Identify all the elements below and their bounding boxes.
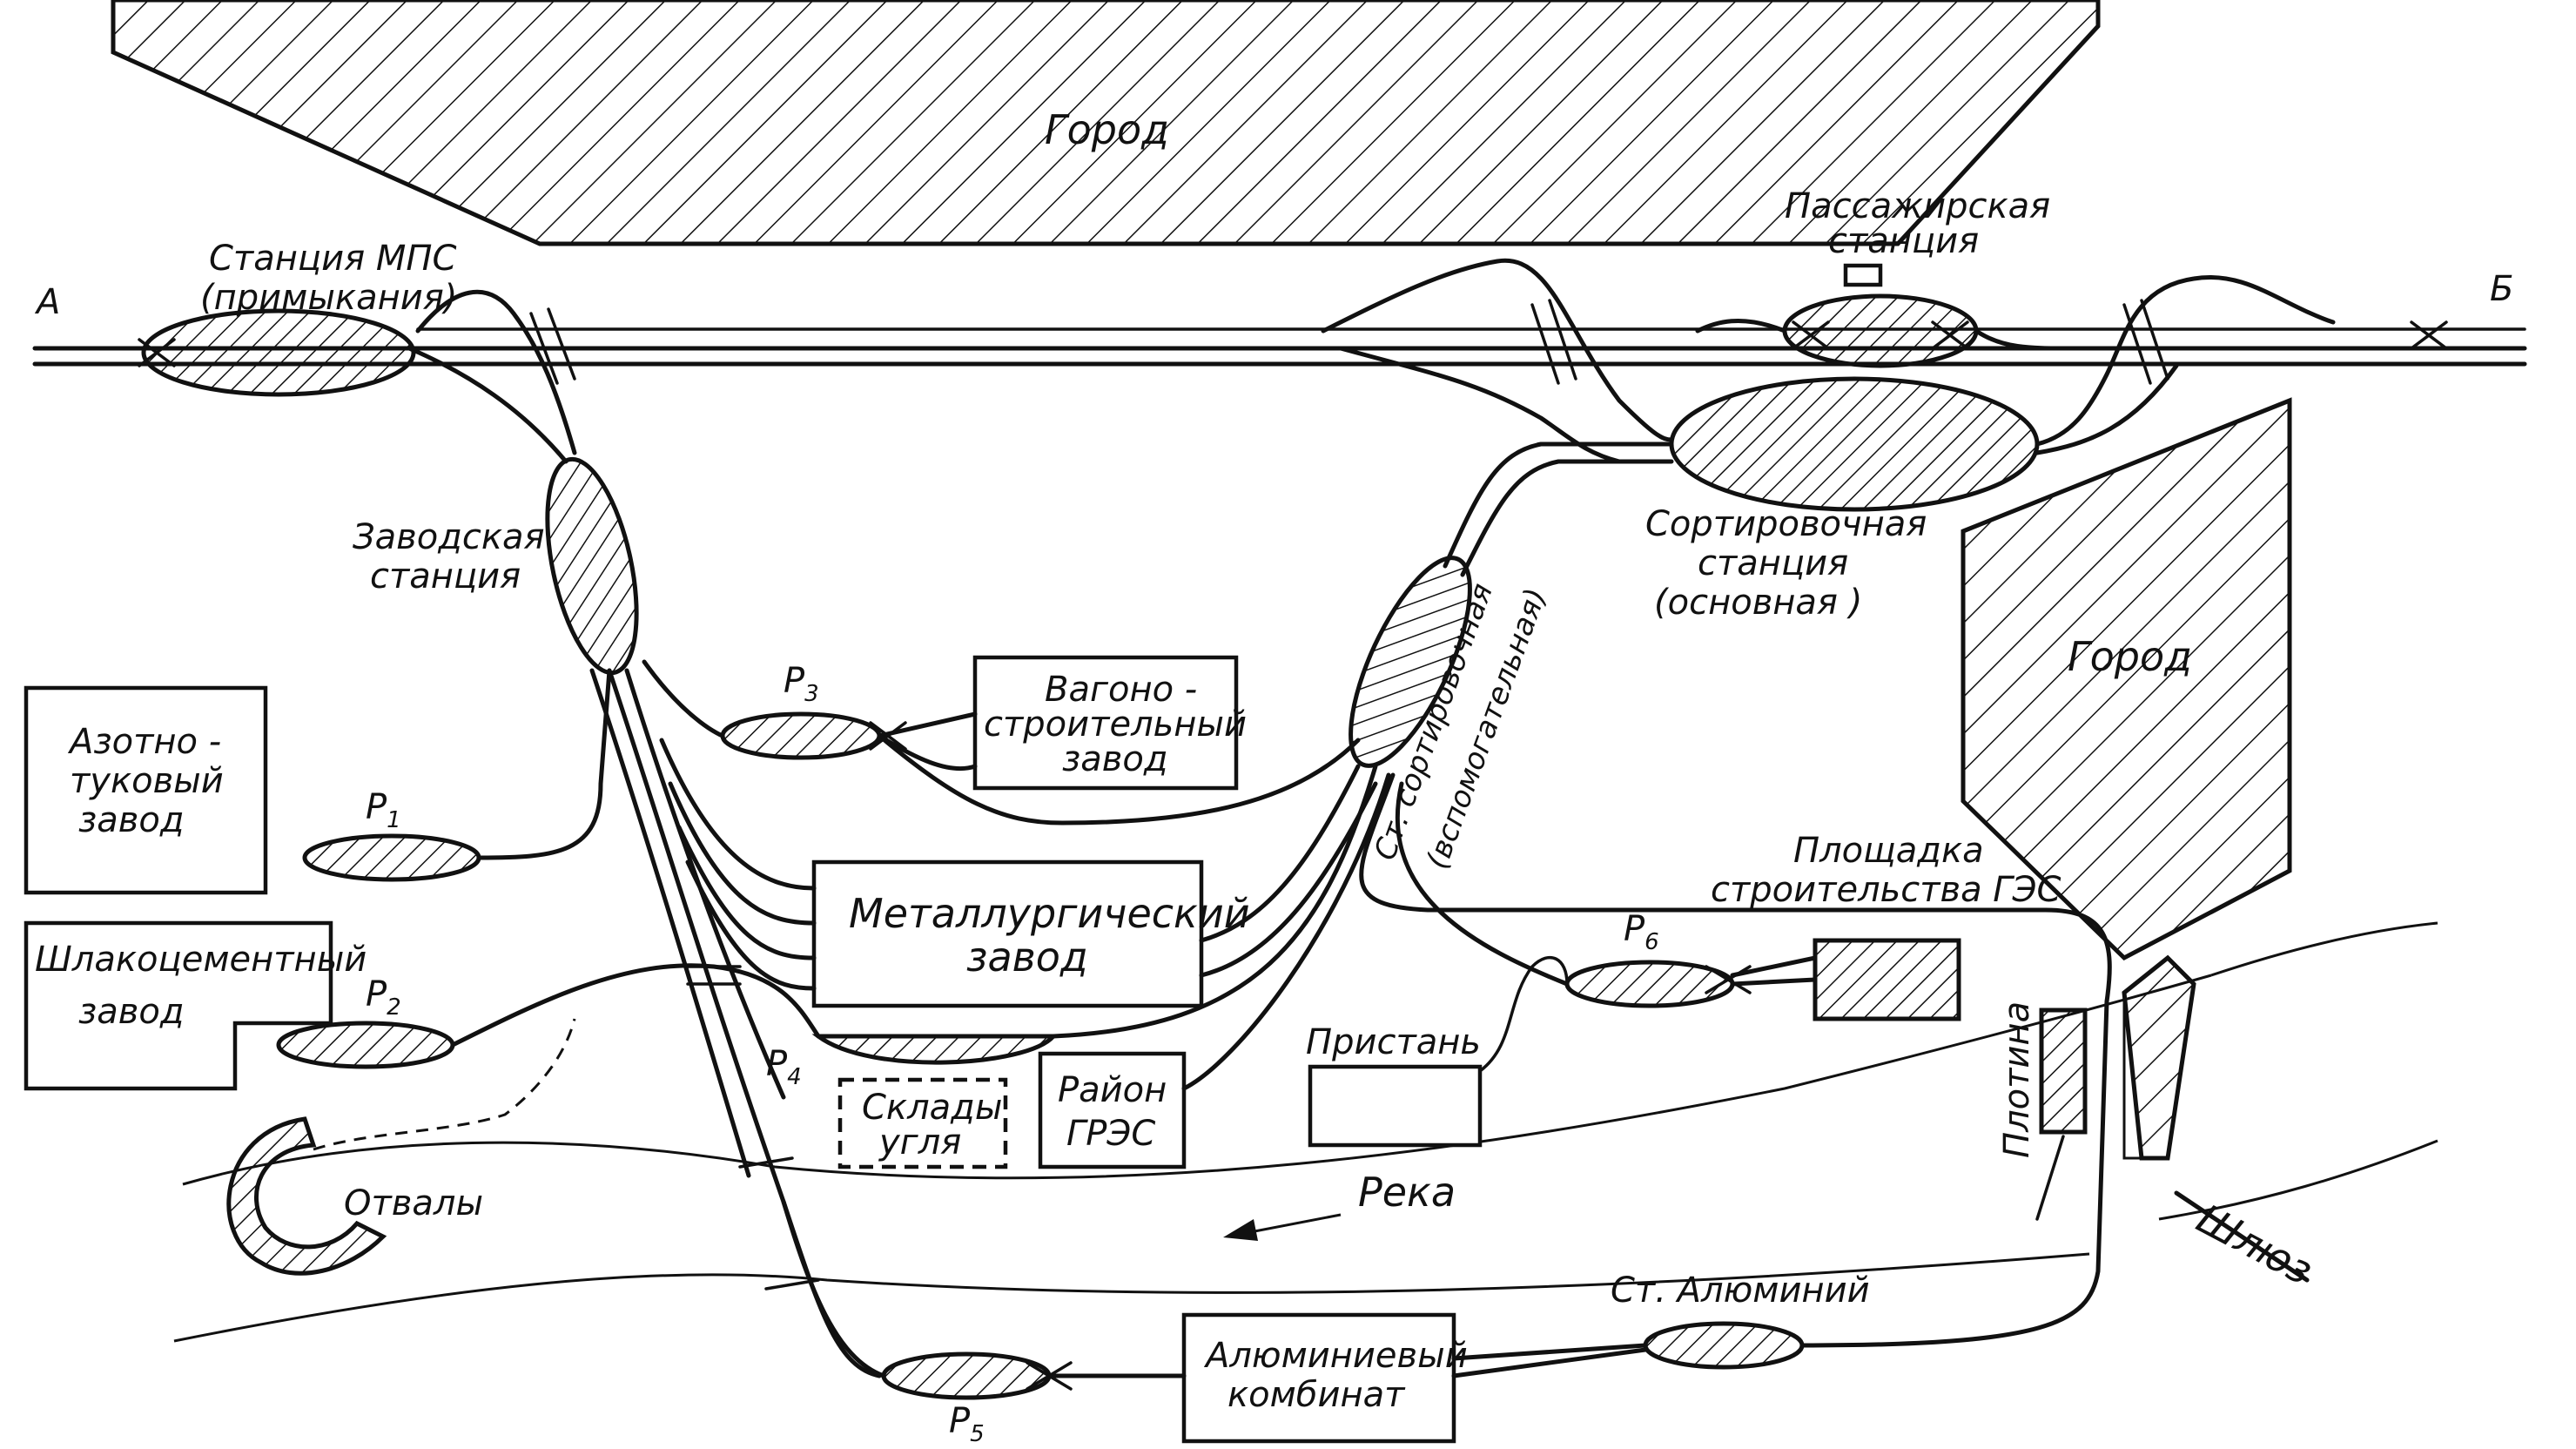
- sorting-station-main: [1669, 376, 2040, 512]
- city-right-zone: [1961, 397, 2292, 961]
- siding-p1: [302, 833, 481, 882]
- passenger-building: [1843, 263, 1883, 287]
- dam-label: Плотина: [1997, 1001, 2037, 1158]
- siding-p1-label: P1: [366, 787, 401, 833]
- coal-storage-label-1: Склады: [862, 1088, 1002, 1128]
- nitrogen-plant-box: [24, 685, 268, 895]
- slag-cement-plant-label-2: завод: [78, 992, 184, 1032]
- sorting-station-label-3: (основная ): [1654, 583, 1862, 623]
- factory-station-label-2: станция: [370, 556, 521, 596]
- slag-cement-plant-label-1: Шлакоцементный: [35, 940, 367, 980]
- pier-label: Пристань: [1306, 1022, 1481, 1062]
- siding-p2: [276, 1021, 455, 1069]
- dam-access-track: [2035, 1135, 2065, 1221]
- siding-p2-label: P2: [366, 974, 401, 1021]
- city-right-label: Город: [2068, 633, 2192, 680]
- siding-p3: [720, 711, 882, 760]
- nitrogen-plant-label-3: завод: [78, 800, 184, 840]
- metallurgical-plant-label-1: Металлургический: [849, 890, 1250, 937]
- factory-station: [545, 456, 639, 676]
- dumps-dashed-track: [313, 1018, 576, 1151]
- nitrogen-plant-label-1: Азотно -: [67, 722, 221, 762]
- wagon-plant-label-2: строительный: [984, 704, 1247, 745]
- nitrogen-plant-label-2: туковый: [70, 761, 224, 801]
- station-mps-label-2: (примыкания): [200, 278, 457, 318]
- gres-area-label-2: ГРЭС: [1066, 1114, 1155, 1154]
- aluminium-plant-label-2: комбинат: [1227, 1375, 1406, 1415]
- siding-p5: [881, 1351, 1052, 1400]
- lock-label: Шлюз: [2189, 1195, 2321, 1294]
- coal-storage-box: [837, 1077, 1008, 1169]
- river-flow-arrowhead-icon: [1223, 1219, 1258, 1241]
- hes-site-label-1: Площадка: [1793, 831, 1984, 871]
- gres-area-box: [1038, 1051, 1187, 1169]
- siding-p4: [811, 1034, 1059, 1065]
- dumps-arc: [226, 1116, 387, 1276]
- city-top-zone: [111, 0, 2101, 246]
- factory-station-label-1: Заводская: [353, 517, 545, 557]
- dam: [2039, 1008, 2088, 1135]
- passenger-station-label-2: станция: [1828, 221, 1979, 261]
- sorting-station-label-2: станция: [1698, 543, 1848, 583]
- city-top-label: Город: [1045, 106, 1169, 153]
- junction-crosses: [138, 320, 2448, 1391]
- metallurgical-plant-label-2: завод: [966, 933, 1088, 981]
- endpoint-a: А: [34, 282, 60, 322]
- station-aluminium-label: Ст. Алюминий: [1611, 1270, 1870, 1311]
- siding-p6-label: P6: [1624, 909, 1659, 955]
- wagon-plant-label-3: завод: [1062, 739, 1167, 779]
- sorting-station-label-1: Сортировочная: [1645, 504, 1927, 544]
- river: [173, 921, 2438, 1343]
- hes-construction-site: [1813, 938, 1961, 1021]
- hes-site-label-2: строительства ГЭС: [1711, 870, 2061, 910]
- station-mps: [141, 308, 416, 397]
- coal-storage-label-2: угля: [878, 1122, 961, 1163]
- aluminium-plant-label-1: Алюминиевый: [1203, 1336, 1468, 1376]
- dumps-label: Отвалы: [344, 1183, 483, 1223]
- aux-sorting-station: [1349, 556, 1472, 768]
- aluminium-plant-box: [1181, 1312, 1456, 1444]
- siding-p3-label: P3: [784, 661, 819, 707]
- passenger-station: [1782, 293, 1979, 368]
- gres-area-label-1: Район: [1058, 1070, 1167, 1110]
- passenger-station-label-1: Пассажирская: [1785, 186, 2050, 226]
- metallurgical-plant-box: [811, 859, 1204, 1008]
- station-mps-label-1: Станция МПС: [209, 239, 456, 279]
- pier-box: [1308, 1064, 1483, 1148]
- crossing-marks: [529, 299, 2169, 1291]
- wagon-plant-label-1: Вагоно -: [1045, 670, 1197, 710]
- river-label: Река: [1358, 1169, 1456, 1216]
- station-aluminium: [1643, 1321, 1805, 1370]
- lock-channel: [2122, 954, 2310, 1283]
- wagon-plant-box: [972, 655, 1239, 791]
- slag-cement-plant-box: [24, 920, 333, 1091]
- siding-p5-label: P5: [949, 1401, 985, 1447]
- endpoint-b: Б: [2490, 269, 2513, 309]
